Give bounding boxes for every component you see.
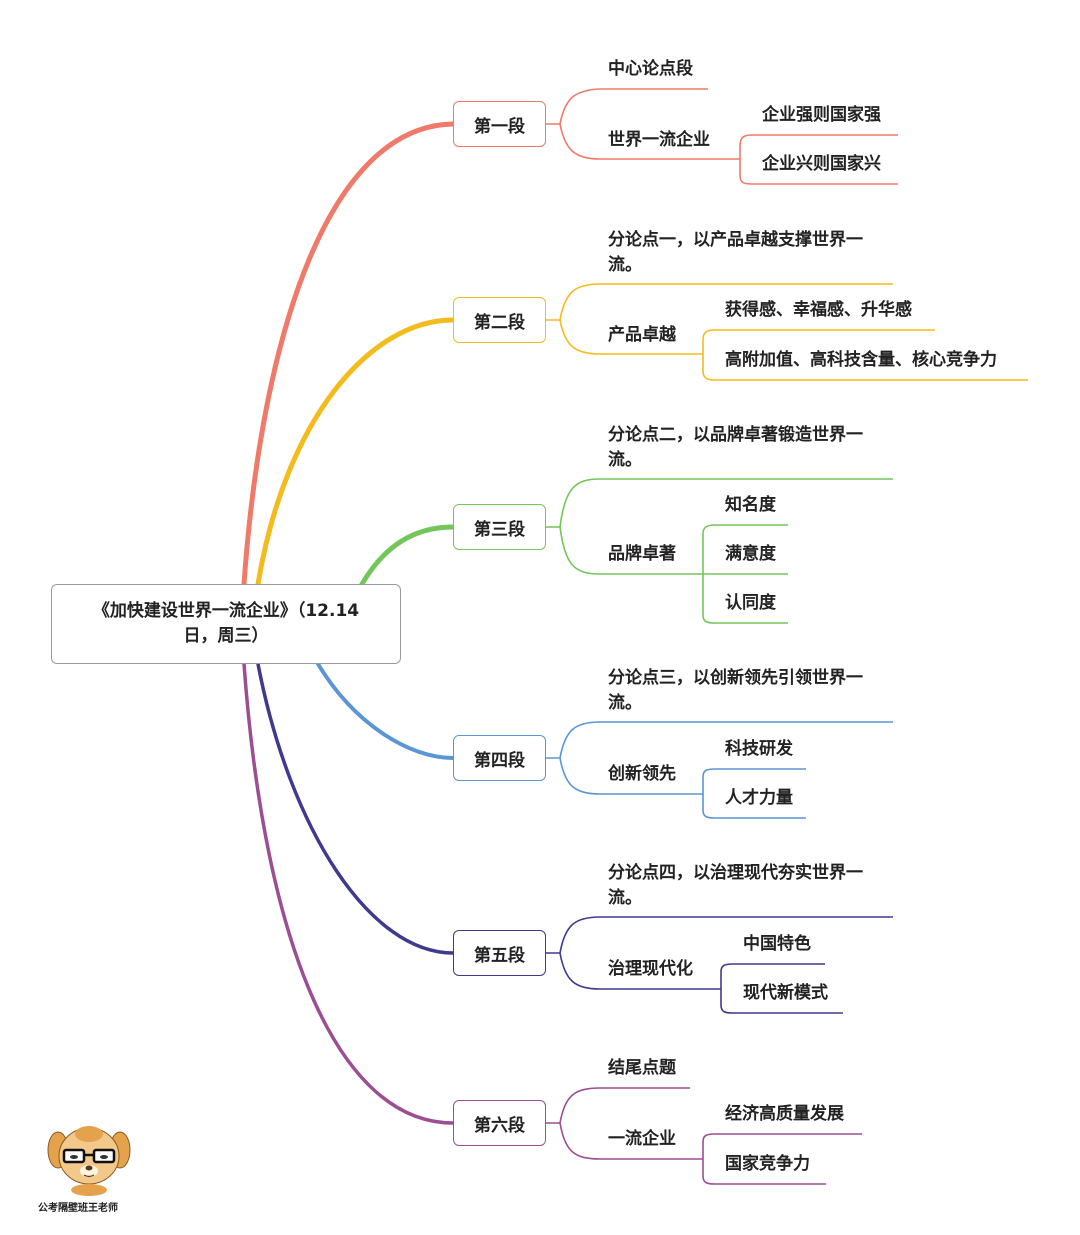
section-3-point-line1: 分论点二，以品牌卓著锻造世界一 [608, 425, 863, 445]
section-4-point[interactable]: 分论点三，以创新领先引领世界一 流。 [608, 666, 863, 716]
section-6-point[interactable]: 结尾点题 [608, 1058, 676, 1078]
section-3-sub-1[interactable]: 知名度 [725, 495, 776, 515]
section-5-sub-2[interactable]: 现代新模式 [743, 983, 828, 1003]
section-5-sub-1[interactable]: 中国特色 [743, 934, 811, 954]
section-5-topic[interactable]: 治理现代化 [608, 959, 693, 979]
branch-section-2 [255, 317, 456, 587]
section-3-point-line2: 流。 [608, 450, 642, 470]
section-2-point[interactable]: 分论点一，以产品卓越支撑世界一 流。 [608, 228, 863, 278]
section-2-topic[interactable]: 产品卓越 [608, 325, 676, 345]
section-1-sub-2[interactable]: 企业兴则国家兴 [762, 154, 881, 174]
section-6-sub-2[interactable]: 国家竞争力 [725, 1154, 810, 1174]
logo-caption: 公考隔壁班王老师 [38, 1203, 118, 1214]
section-5-node[interactable]: 第五段 [453, 930, 546, 976]
branch-section-5 [256, 662, 455, 955]
section-2-point-line1: 分论点一，以产品卓越支撑世界一 [608, 230, 863, 250]
section-1-sub-1[interactable]: 企业强则国家强 [762, 105, 881, 125]
section-6-sub-1[interactable]: 经济高质量发展 [725, 1104, 844, 1124]
section-3-point[interactable]: 分论点二，以品牌卓著锻造世界一 流。 [608, 423, 863, 473]
section-3-topic[interactable]: 品牌卓著 [608, 544, 676, 564]
section-2-point-line2: 流。 [608, 255, 642, 275]
section-3-sub-2[interactable]: 满意度 [725, 544, 776, 564]
branch-section-4 [316, 662, 455, 760]
section-2-node[interactable]: 第二段 [453, 297, 546, 343]
section-3-sub-3[interactable]: 认同度 [725, 593, 776, 613]
section-5-point-line1: 分论点四，以治理现代夯实世界一 [608, 863, 863, 883]
section-4-sub-1[interactable]: 科技研发 [725, 739, 793, 759]
branch-section-1 [241, 121, 456, 587]
branch-section-6 [242, 662, 455, 1125]
root-title-line2: 日，周三） [183, 626, 269, 646]
section-4-topic[interactable]: 创新领先 [608, 764, 676, 784]
section-5-point[interactable]: 分论点四，以治理现代夯实世界一 流。 [608, 861, 863, 911]
root-title-line1: 《加快建设世界一流企业》（12.14 [92, 601, 360, 621]
section-6-topic[interactable]: 一流企业 [608, 1129, 676, 1149]
section-5-point-line2: 流。 [608, 888, 642, 908]
section-4-point-line1: 分论点三，以创新领先引领世界一 [608, 668, 863, 688]
dog-teacher-mascot-icon [47, 1126, 131, 1196]
section-6-node[interactable]: 第六段 [453, 1100, 546, 1146]
section-4-point-line2: 流。 [608, 693, 642, 713]
section-1-point[interactable]: 中心论点段 [608, 59, 693, 79]
section-2-sub-2[interactable]: 高附加值、高科技含量、核心竞争力 [725, 350, 997, 370]
section-4-node[interactable]: 第四段 [453, 735, 546, 781]
section-2-sub-1[interactable]: 获得感、幸福感、升华感 [725, 300, 912, 320]
section-3-node[interactable]: 第三段 [453, 504, 546, 550]
section-1-node[interactable]: 第一段 [453, 101, 546, 147]
section-1-topic[interactable]: 世界一流企业 [608, 130, 710, 150]
root-topic[interactable]: 《加快建设世界一流企业》（12.14 日，周三） [51, 584, 401, 664]
section-4-sub-2[interactable]: 人才力量 [725, 788, 793, 808]
branch-section-3 [359, 524, 456, 587]
